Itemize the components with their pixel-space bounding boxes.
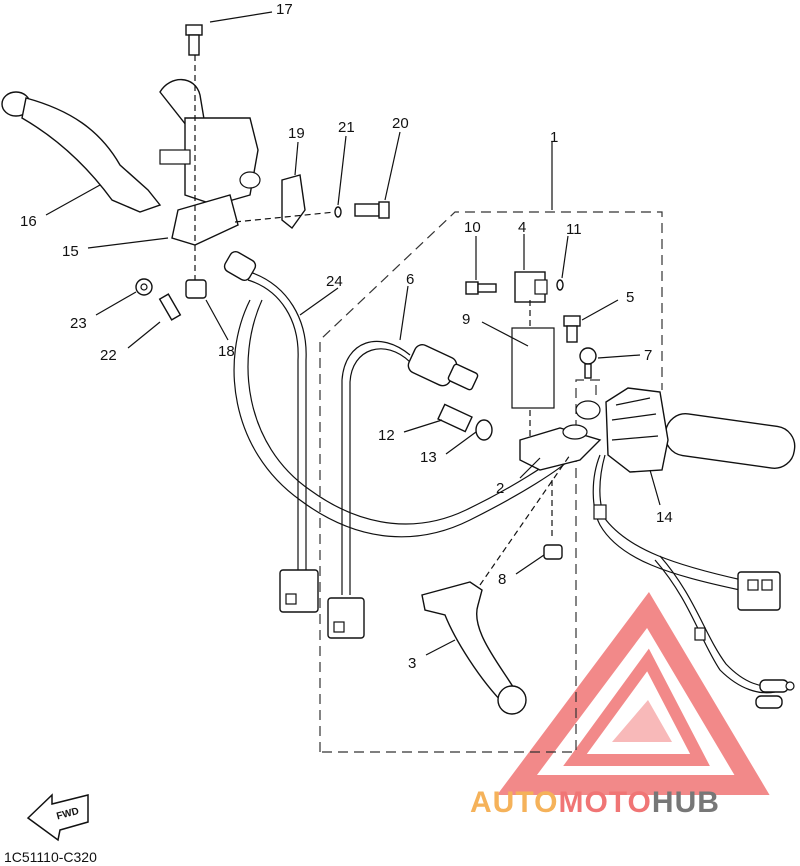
callout-11: 11 xyxy=(566,221,582,238)
callout-5: 5 xyxy=(626,289,634,306)
watermark-moto: MOTO xyxy=(558,786,651,819)
callout-3: 3 xyxy=(408,655,416,672)
bolt-5 xyxy=(563,315,581,343)
watermark-hub: HUB xyxy=(652,786,720,819)
bullet-connectors xyxy=(755,679,795,709)
cable-6 xyxy=(341,340,411,595)
watermark-text: AUTOMOTOHUB xyxy=(470,786,720,819)
nut-8 xyxy=(543,544,563,560)
cable-24 xyxy=(247,279,299,570)
bolt-22 xyxy=(158,293,182,321)
callout-4: 4 xyxy=(518,219,526,236)
watermark-logo xyxy=(497,592,770,795)
callout-10: 10 xyxy=(464,219,481,236)
reference-code: 1C51110-C320 xyxy=(4,849,97,865)
assembly-boundary xyxy=(319,211,663,753)
switch-4 xyxy=(514,271,548,303)
svg-text:AUTOMOTOHUB: AUTOMOTOHUB xyxy=(470,786,720,819)
callout-14: 14 xyxy=(656,509,673,526)
bolt-17 xyxy=(185,24,203,56)
wire-loop xyxy=(233,299,576,538)
connector-24 xyxy=(279,569,319,613)
callout-2: 2 xyxy=(496,480,504,497)
nut-18 xyxy=(185,279,207,299)
nut-13 xyxy=(475,419,493,441)
callout-20: 20 xyxy=(392,115,409,132)
screw-10 xyxy=(465,281,497,295)
callout-24: 24 xyxy=(326,273,343,290)
callout-13: 13 xyxy=(420,449,437,466)
bracket-19 xyxy=(281,174,306,230)
callout-22: 22 xyxy=(100,347,117,364)
cable-6-end xyxy=(407,344,479,391)
cable-24-end xyxy=(223,250,257,282)
leader-lines xyxy=(45,11,661,656)
watermark-auto: AUTO xyxy=(470,786,558,819)
connector-6 xyxy=(327,597,365,639)
callout-18: 18 xyxy=(218,343,235,360)
brake-master-cylinder xyxy=(159,78,261,246)
callout-9: 9 xyxy=(462,311,470,328)
fwd-arrow: FWD xyxy=(26,793,89,842)
switch-harness xyxy=(592,454,741,591)
callout-15: 15 xyxy=(62,243,79,260)
holder-2 xyxy=(519,424,602,471)
clutch-lever-16 xyxy=(1,91,162,213)
adjuster-12 xyxy=(437,403,473,433)
callout-labels: 1 2 3 4 5 6 7 8 9 10 11 12 13 14 15 16 1… xyxy=(20,1,673,672)
callout-19: 19 xyxy=(288,125,305,142)
washer-11 xyxy=(556,279,564,291)
brake-lever-3 xyxy=(421,581,527,715)
screw-7 xyxy=(579,347,597,379)
callout-12: 12 xyxy=(378,427,395,444)
callout-1: 1 xyxy=(550,129,558,146)
handlebar-switch xyxy=(575,387,796,473)
callout-8: 8 xyxy=(498,571,506,588)
callout-21: 21 xyxy=(338,119,355,136)
callout-6: 6 xyxy=(406,271,414,288)
callout-17: 17 xyxy=(276,1,293,18)
callout-23: 23 xyxy=(70,315,87,332)
washer-21 xyxy=(334,206,342,218)
callout-7: 7 xyxy=(644,347,652,364)
callout-16: 16 xyxy=(20,213,37,230)
bolt-20 xyxy=(354,201,390,219)
connector-4pin xyxy=(737,571,781,611)
